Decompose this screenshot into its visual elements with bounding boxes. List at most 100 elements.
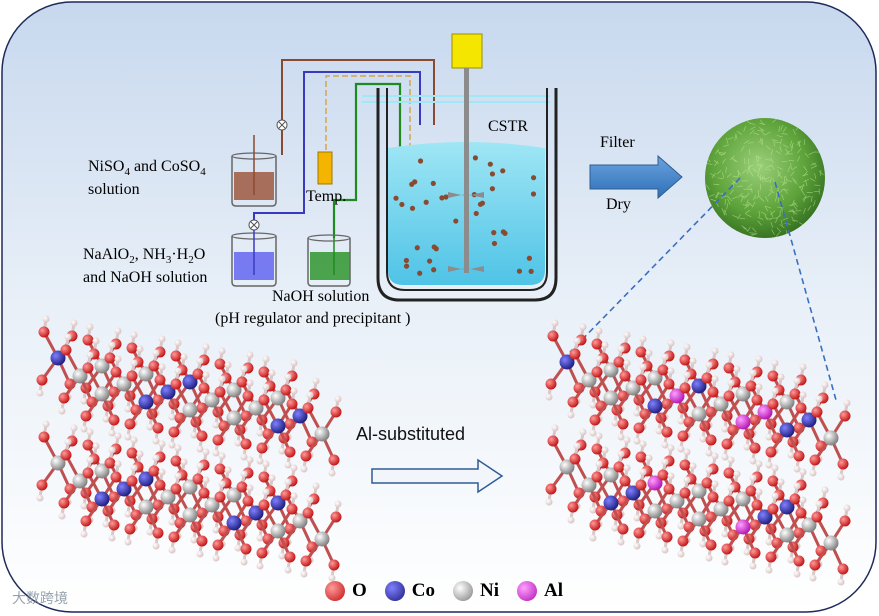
hydrogen-atom bbox=[601, 341, 609, 349]
hydrogen-atom bbox=[102, 415, 110, 423]
oxygen-atom bbox=[567, 501, 579, 513]
hydrogen-atom bbox=[64, 333, 72, 341]
hydrogen-atom bbox=[639, 440, 647, 448]
nickel-atom bbox=[116, 376, 132, 392]
hydrogen-atom bbox=[705, 449, 713, 457]
hydrogen-atom bbox=[611, 419, 619, 427]
hydrogen-atom bbox=[793, 377, 801, 385]
hydrogen-atom bbox=[705, 554, 713, 562]
oxygen-atom bbox=[286, 503, 298, 515]
nickel-atom bbox=[182, 402, 198, 418]
hydrogen-atom bbox=[108, 534, 116, 542]
hydrogen-atom bbox=[136, 450, 144, 458]
hydrogen-atom bbox=[284, 373, 292, 381]
nickel-atom bbox=[823, 535, 839, 551]
oxygen-atom bbox=[60, 449, 72, 461]
hydrogen-atom bbox=[689, 357, 697, 365]
hydrogen-atom bbox=[579, 428, 587, 436]
hydrogen-atom bbox=[306, 391, 314, 399]
hydrogen-atom bbox=[92, 442, 100, 450]
hydrogen-atom bbox=[595, 432, 603, 440]
hydrogen-atom bbox=[771, 359, 779, 367]
hydrogen-atom bbox=[787, 556, 795, 564]
oxygen-atom bbox=[591, 366, 603, 378]
transform-arrow-icon bbox=[371, 458, 504, 494]
oxygen-atom bbox=[767, 503, 779, 515]
oxygen-atom bbox=[214, 491, 226, 503]
hydrogen-atom bbox=[218, 452, 226, 460]
oxygen-atom bbox=[170, 455, 182, 467]
oxygen-atom bbox=[661, 531, 673, 543]
hydrogen-atom bbox=[677, 522, 685, 530]
hydrogen-atom bbox=[661, 458, 669, 466]
hydrogen-atom bbox=[733, 365, 741, 373]
hydrogen-atom bbox=[86, 428, 94, 436]
hydrogen-atom bbox=[633, 542, 641, 550]
hydrogen-atom bbox=[667, 367, 675, 375]
oxygen-atom bbox=[328, 454, 340, 466]
cobalt-atom bbox=[270, 495, 286, 511]
hydrogen-atom bbox=[168, 413, 176, 421]
oxygen-atom bbox=[330, 406, 342, 418]
hydrogen-atom bbox=[721, 425, 729, 433]
hydrogen-atom bbox=[645, 349, 653, 357]
hydrogen-atom bbox=[180, 353, 188, 361]
hydrogen-atom bbox=[727, 456, 735, 464]
oxygen-atom bbox=[591, 471, 603, 483]
oxygen-atom bbox=[749, 547, 761, 559]
cobalt-atom bbox=[248, 505, 264, 521]
nickel-atom bbox=[691, 406, 707, 422]
oxygen-atom bbox=[545, 378, 557, 390]
oxygen-atom bbox=[707, 491, 719, 503]
legend-item-al: Al bbox=[517, 580, 563, 602]
hydrogen-atom bbox=[86, 456, 94, 464]
hydrogen-atom bbox=[655, 532, 663, 540]
oxygen-atom bbox=[36, 374, 48, 386]
nickel-atom bbox=[647, 370, 663, 386]
hydrogen-atom bbox=[683, 476, 691, 484]
hydrogen-atom bbox=[573, 337, 581, 345]
hydrogen-atom bbox=[821, 486, 829, 494]
oxygen-atom bbox=[104, 352, 116, 364]
oxygen-atom bbox=[793, 450, 805, 462]
hydrogen-atom bbox=[152, 542, 160, 550]
hydrogen-atom bbox=[246, 484, 254, 492]
hydrogen-atom bbox=[655, 427, 663, 435]
hydrogen-atom bbox=[124, 538, 132, 546]
hydrogen-atom bbox=[661, 546, 669, 554]
stirrer-shaft bbox=[464, 68, 469, 273]
blue-pipe bbox=[253, 71, 421, 225]
hydrogen-atom bbox=[130, 331, 138, 339]
aluminum-atom-icon bbox=[517, 581, 538, 601]
cobalt-atom bbox=[138, 471, 154, 487]
oxygen-atom bbox=[300, 555, 312, 567]
oxygen-atom bbox=[795, 402, 807, 414]
oxygen-atom bbox=[82, 334, 94, 346]
hydrogen-atom bbox=[246, 351, 254, 359]
hydrogen-atom bbox=[623, 464, 631, 472]
hydrogen-atom bbox=[705, 361, 713, 369]
hydrogen-atom bbox=[124, 405, 132, 413]
oxygen-atom bbox=[108, 414, 120, 426]
hydrogen-atom bbox=[589, 506, 597, 514]
hydrogen-atom bbox=[771, 464, 779, 472]
nickel-atom bbox=[182, 507, 198, 523]
hydrogen-atom bbox=[639, 468, 647, 476]
oxygen-atom bbox=[811, 511, 823, 523]
hydrogen-atom bbox=[108, 446, 116, 454]
nickel-atom bbox=[94, 358, 110, 374]
oxygen-atom bbox=[663, 378, 675, 390]
crystal-structure-right bbox=[545, 319, 851, 586]
hydrogen-atom bbox=[202, 476, 210, 484]
oxygen-atom bbox=[745, 380, 757, 392]
hydrogen-atom bbox=[589, 429, 597, 437]
oxygen-atom bbox=[38, 326, 50, 338]
hydrogen-atom bbox=[224, 361, 232, 369]
cstr-label: CSTR bbox=[488, 118, 529, 135]
nickel-atom bbox=[603, 467, 619, 483]
oxygen-atom bbox=[152, 422, 164, 434]
cobalt-atom bbox=[138, 394, 154, 410]
dry-label: Dry bbox=[606, 196, 631, 213]
oxygen-atom bbox=[617, 523, 629, 535]
